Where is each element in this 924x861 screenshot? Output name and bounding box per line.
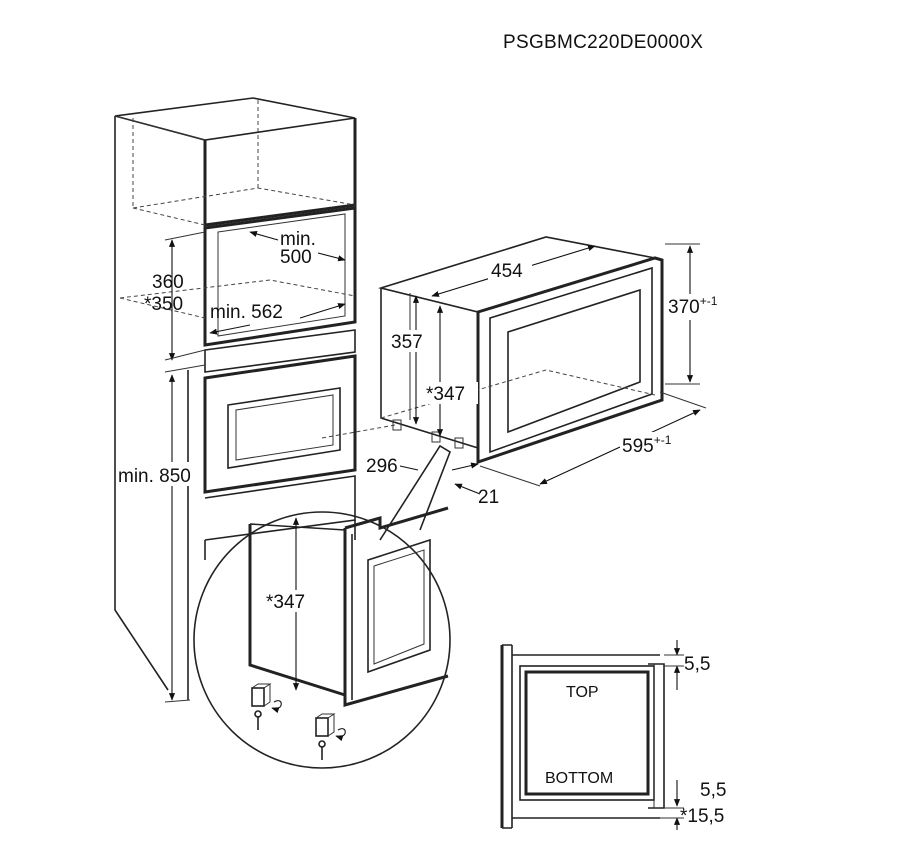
tall-cabinet (114, 97, 357, 700)
label-min-850: min. 850 (118, 466, 191, 487)
label-top: TOP (566, 684, 599, 701)
label-min-500-prefix: min. (280, 229, 316, 250)
dim-min-850: min. 850 (118, 364, 206, 703)
label-595-value: 595 (622, 436, 654, 457)
foot-right (315, 713, 346, 760)
label-min-562: min. 562 (210, 302, 283, 323)
dim-min-562: min. 562 (209, 302, 346, 335)
dim-347: *347 (426, 305, 478, 437)
detail-circle: *347 (193, 444, 451, 769)
label-370-value: 370 (668, 297, 700, 318)
dim-370: 370+-1 (665, 243, 728, 385)
label-370: 370+-1 (668, 294, 718, 318)
label-bottom: BOTTOM (545, 770, 613, 787)
dim-296: 296 (321, 424, 419, 477)
label-595: 595+-1 (622, 433, 672, 457)
dim-454: 454 (431, 245, 596, 297)
dim-595: 595+-1 (479, 391, 707, 487)
label-350: *350 (144, 294, 183, 315)
section-view: TOP BOTTOM 5,5 5,5 *15,5 (500, 640, 726, 830)
label-min-500-value: 500 (280, 247, 312, 268)
model-code: PSGBMC220DE0000X (503, 32, 703, 53)
label-347: *347 (426, 384, 465, 405)
dim-360-350: 360 *350 (144, 231, 206, 361)
label-360: 360 (152, 272, 184, 293)
foot-left (251, 683, 282, 730)
label-21: 21 (478, 487, 499, 508)
label-454: 454 (491, 261, 523, 282)
label-357: 357 (391, 332, 423, 353)
label-gap-bottom-alt: *15,5 (680, 806, 724, 827)
label-detail-347: *347 (266, 592, 305, 613)
label-370-tol: +-1 (700, 294, 718, 308)
dim-357: 357 (390, 295, 434, 425)
dim-21: 21 (451, 462, 499, 508)
label-296: 296 (366, 456, 398, 477)
label-gap-top: 5,5 (684, 654, 710, 675)
dim-min-500: min. 500 (249, 229, 346, 268)
label-595-tol: +-1 (654, 433, 672, 447)
label-gap-bottom: 5,5 (700, 780, 726, 801)
